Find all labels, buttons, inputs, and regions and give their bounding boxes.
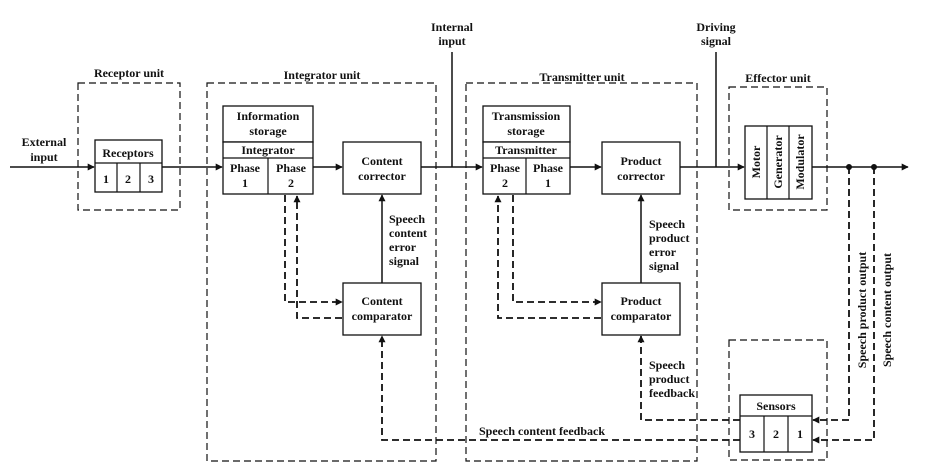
product-comparator-label: Product bbox=[620, 294, 661, 308]
transmitter-label: Transmitter bbox=[495, 143, 557, 157]
integrator-phase-number: 2 bbox=[288, 176, 294, 190]
transmission-storage-label: storage bbox=[507, 124, 545, 138]
transmitter-unit-title: Transmitter unit bbox=[539, 70, 624, 84]
product-feedback-line: Speech bbox=[649, 358, 685, 372]
transmission-storage-label: Transmission bbox=[492, 109, 561, 123]
comparator-to-transmitter-phase2-loop bbox=[494, 195, 601, 319]
product-feedback-label: Speech product feedback bbox=[649, 358, 695, 400]
sensor-cell: 2 bbox=[773, 427, 779, 441]
content-error-signal-line: content bbox=[389, 226, 427, 240]
sensors-label: Sensors bbox=[756, 399, 796, 413]
comparator-to-integrator-phase2-loop bbox=[293, 195, 342, 319]
product-error-signal-line: Speech bbox=[649, 217, 685, 231]
content-comparator-label: Content bbox=[361, 294, 402, 308]
content-corrector-label: Content bbox=[361, 154, 402, 168]
receptor-unit-title: Receptor unit bbox=[94, 66, 164, 80]
effector-unit-title: Effector unit bbox=[745, 71, 810, 85]
sensor-cell: 1 bbox=[797, 427, 803, 441]
product-error-signal-line: error bbox=[649, 245, 677, 259]
integrator-block: Integrator Phase 1 Phase 2 bbox=[222, 141, 314, 195]
sensors-block: Sensors 3 2 1 bbox=[739, 394, 813, 453]
speech-product-output-label: Speech product output bbox=[855, 252, 869, 368]
integrator-phase2-to-comparator-loop bbox=[284, 195, 343, 306]
sensor-unit-frame bbox=[728, 339, 828, 461]
receptors-label: Receptors bbox=[102, 146, 154, 160]
integrator-unit-title: Integrator unit bbox=[284, 68, 361, 82]
product-error-signal-label: Speech product error signal bbox=[649, 217, 689, 273]
effector-block: Motor Generator Modulator bbox=[744, 125, 813, 200]
driving-signal-label: Driving signal bbox=[696, 20, 735, 48]
external-input-label: External input bbox=[22, 135, 67, 164]
content-error-signal-line: signal bbox=[389, 254, 420, 268]
product-output-sensing-line bbox=[812, 167, 850, 424]
transmitter-phase-number: 1 bbox=[545, 176, 551, 190]
content-output-sensing-line bbox=[812, 167, 875, 444]
sensor-cell: 3 bbox=[749, 427, 755, 441]
speech-content-output-label: Speech content output bbox=[880, 253, 894, 367]
content-comparator-label: comparator bbox=[352, 309, 413, 323]
information-storage-label: Information bbox=[237, 109, 300, 123]
transmitter-phase2-to-comparator-loop bbox=[512, 195, 602, 306]
information-storage-block: Information storage bbox=[222, 105, 314, 143]
product-corrector-block: Product corrector bbox=[601, 141, 681, 195]
transmitter-unit-frame bbox=[465, 82, 698, 462]
information-storage-label: storage bbox=[249, 124, 287, 138]
content-error-signal-label: Speech content error signal bbox=[389, 212, 427, 268]
product-error-signal-line: product bbox=[649, 231, 689, 245]
effector-generator-label: Generator bbox=[771, 135, 785, 189]
receptor-cell: 1 bbox=[103, 172, 109, 186]
content-corrector-label: corrector bbox=[358, 169, 406, 183]
transmission-storage-block: Transmission storage bbox=[482, 105, 571, 143]
product-error-signal-line: signal bbox=[649, 259, 680, 273]
integrator-label: Integrator bbox=[241, 143, 295, 157]
product-feedback-line: product bbox=[649, 372, 689, 386]
content-error-signal-line: error bbox=[389, 240, 417, 254]
speech-content-feedback-label: Speech content feedback bbox=[479, 424, 605, 438]
main-signal-path bbox=[10, 52, 909, 171]
effector-unit-frame bbox=[728, 86, 828, 211]
effector-motor-label: Motor bbox=[749, 145, 763, 178]
content-error-signal-line: Speech bbox=[389, 212, 425, 226]
effector-modulator-label: Modulator bbox=[793, 134, 807, 190]
external-input-label-line: input bbox=[30, 150, 57, 164]
output-sensing-lines bbox=[812, 167, 875, 444]
speech-product-feedback-path bbox=[637, 335, 740, 421]
receptor-cell: 3 bbox=[148, 172, 154, 186]
product-feedback-line: feedback bbox=[649, 386, 695, 400]
product-comparator-block: Product comparator bbox=[601, 282, 681, 336]
integrator-unit-frame bbox=[206, 82, 437, 462]
transmitter-phase-label: Phase bbox=[533, 161, 564, 175]
transmitter-block: Transmitter Phase 2 Phase 1 bbox=[482, 141, 571, 195]
external-input-label-line: External bbox=[22, 135, 67, 149]
internal-input-label: Internal input bbox=[431, 20, 474, 48]
integrator-phase-number: 1 bbox=[242, 176, 248, 190]
transmitter-phase-number: 2 bbox=[502, 176, 508, 190]
transmitter-phase-label: Phase bbox=[490, 161, 521, 175]
content-comparator-block: Content comparator bbox=[342, 282, 422, 336]
feedback-paths bbox=[284, 195, 740, 441]
product-corrector-label: corrector bbox=[617, 169, 665, 183]
integrator-phase-label: Phase bbox=[276, 161, 307, 175]
receptors-block: Receptors 1 2 3 bbox=[94, 139, 163, 193]
driving-signal-label-line: signal bbox=[701, 34, 732, 48]
content-corrector-block: Content corrector bbox=[342, 141, 422, 195]
driving-signal-label-line: Driving bbox=[696, 20, 735, 34]
receptor-cell: 2 bbox=[125, 172, 131, 186]
product-corrector-label: Product bbox=[620, 154, 661, 168]
speech-content-feedback-path bbox=[378, 335, 740, 441]
integrator-phase-label: Phase bbox=[230, 161, 261, 175]
internal-input-label-line: Internal bbox=[431, 20, 474, 34]
receptor-unit-frame bbox=[77, 82, 181, 211]
internal-input-label-line: input bbox=[438, 34, 465, 48]
product-comparator-label: comparator bbox=[611, 309, 672, 323]
